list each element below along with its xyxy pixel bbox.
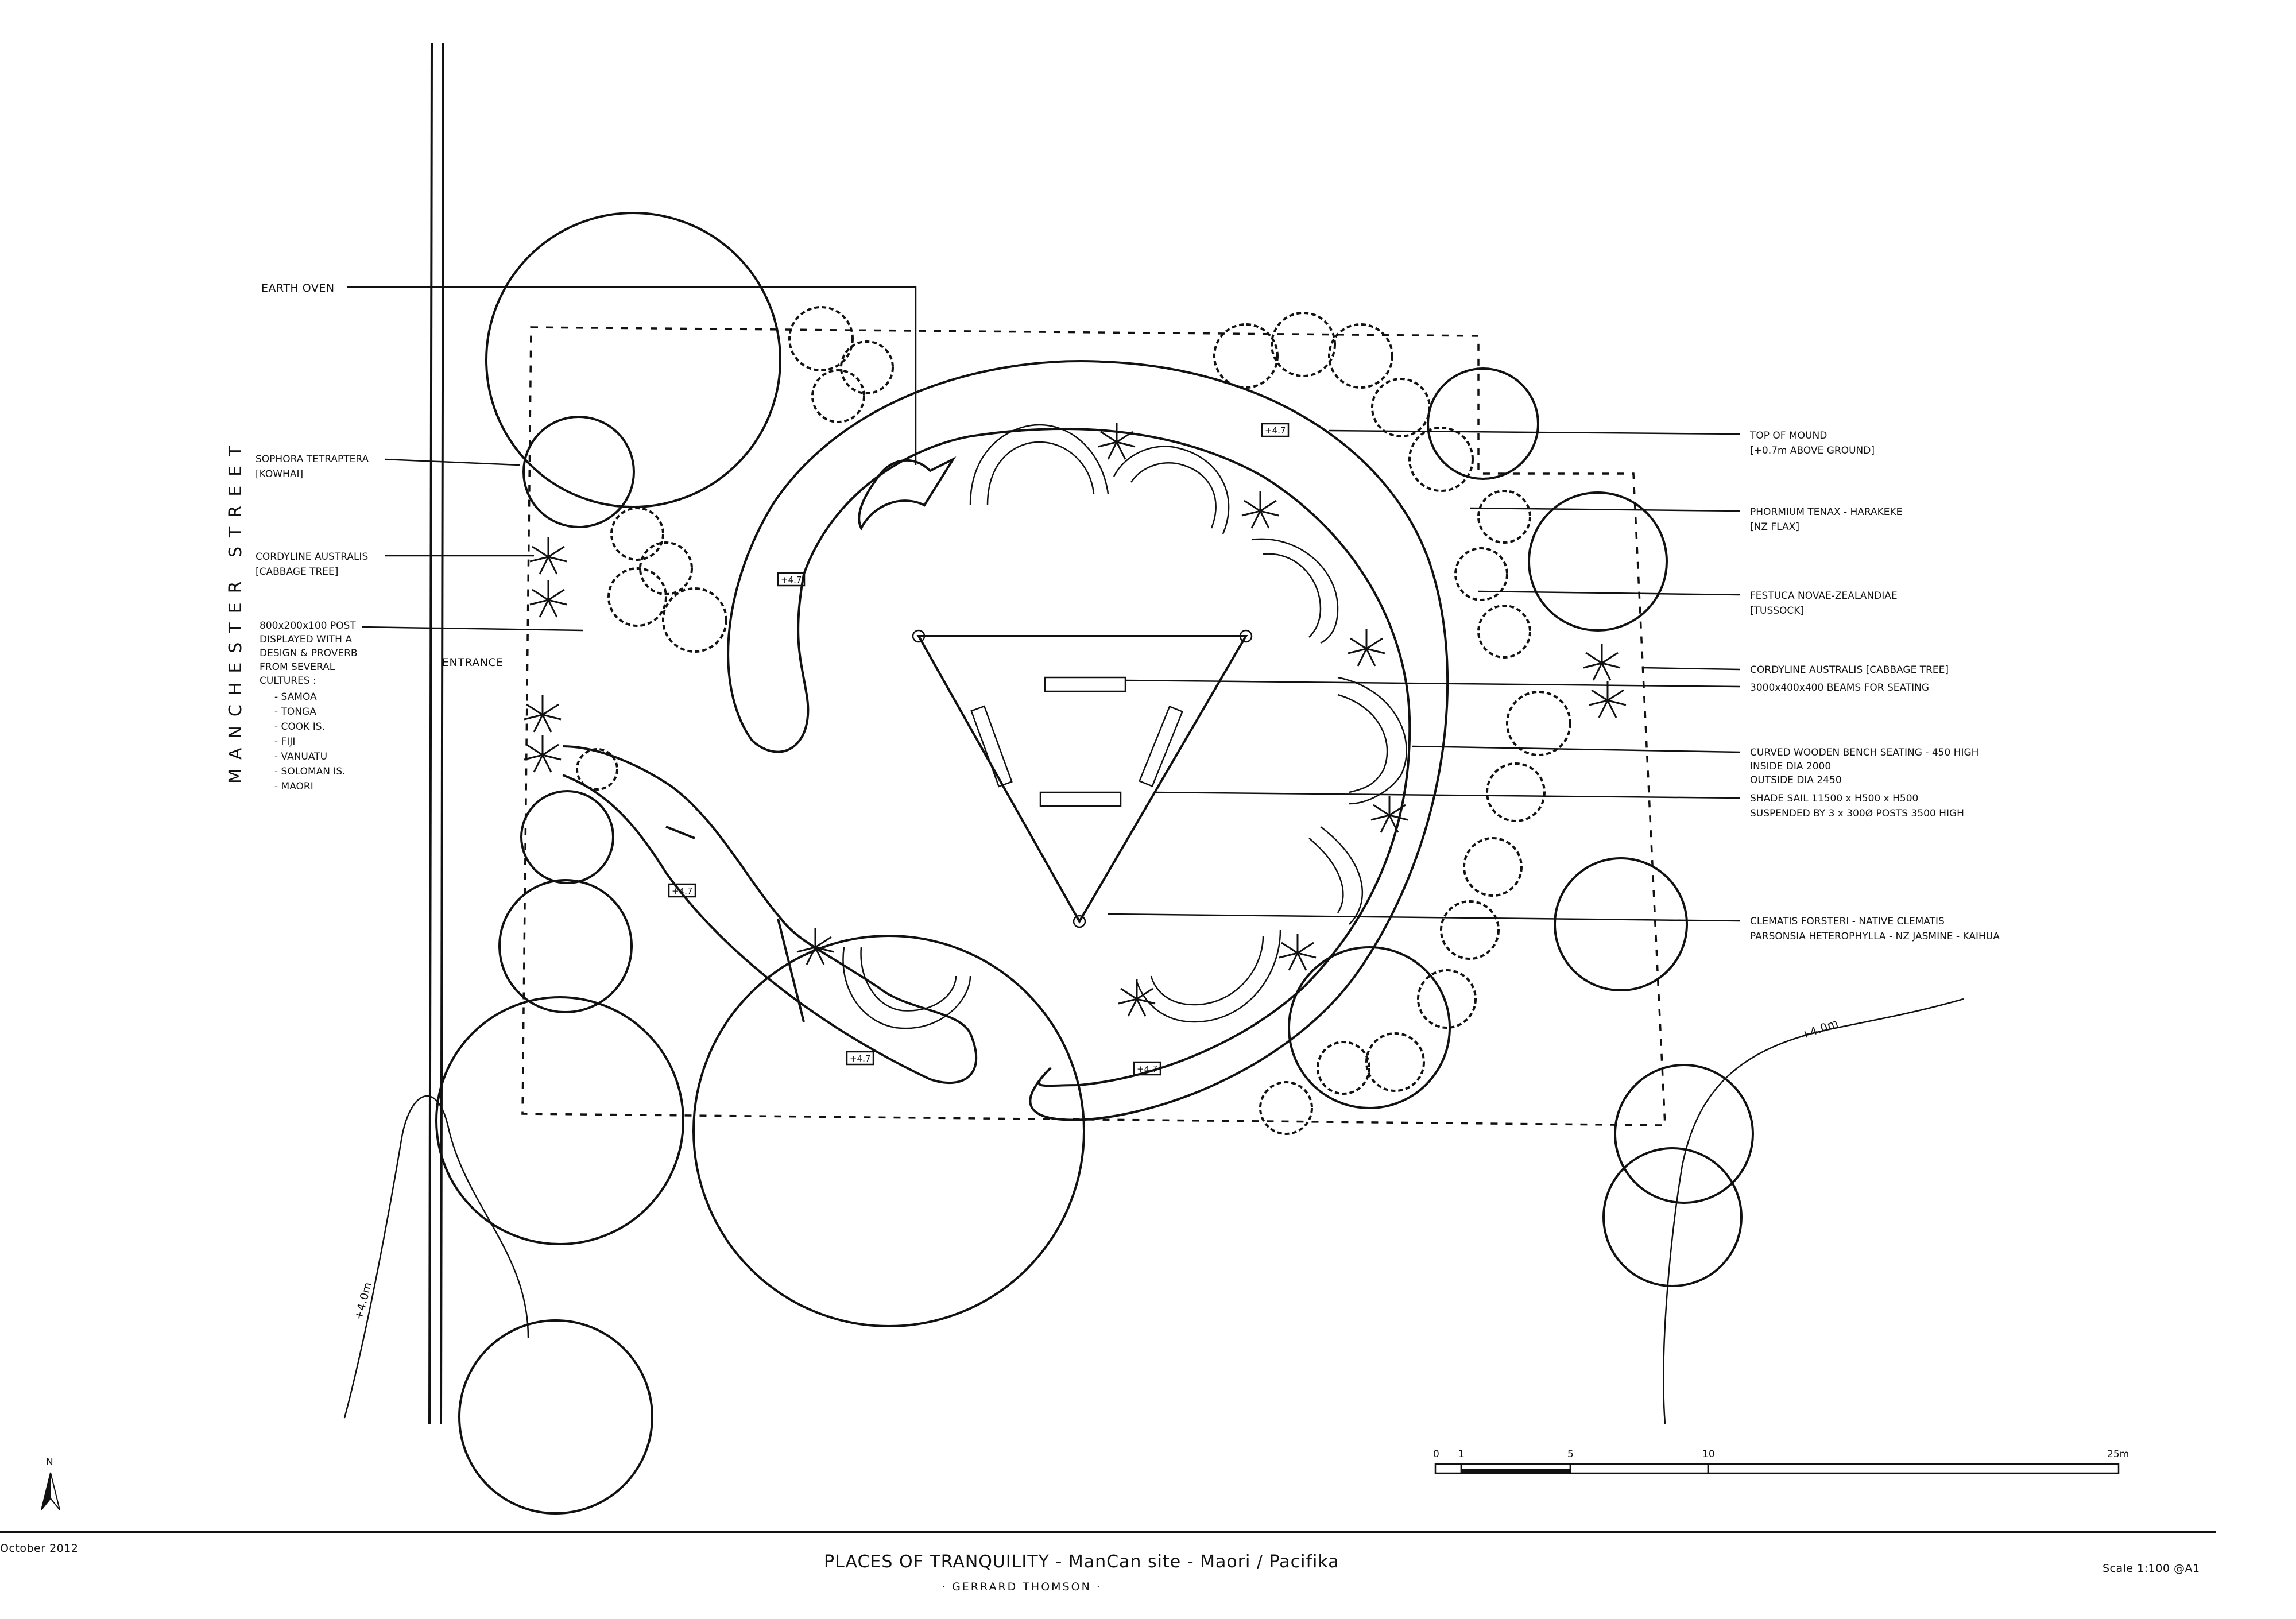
footer-author: · GERRARD THOMSON · <box>942 1581 1102 1593</box>
clematis-label-2: PARSONSIA HETEROPHYLLA - NZ JASMINE - KA… <box>1750 931 2000 942</box>
cabbage-tree-symbols <box>524 423 1627 1017</box>
spot-level: +4.7 <box>781 575 802 585</box>
culture-item: - SAMOA <box>274 691 317 703</box>
post-note-line: DISPLAYED WITH A <box>260 634 352 645</box>
sail-label: SHADE SAIL 11500 x H500 x H500 <box>1750 793 1918 804</box>
seating-beams <box>970 676 1183 807</box>
street-edge <box>428 42 444 1424</box>
footer-title: PLACES OF TRANQUILITY - ManCan site - Ma… <box>824 1552 1339 1572</box>
spot-level: +4.7 <box>1265 425 1286 436</box>
north-label: N <box>46 1457 53 1468</box>
site-boundary <box>521 326 1666 1126</box>
earth-oven-label: EARTH OVEN <box>261 282 335 295</box>
culture-item: - COOK IS. <box>274 721 325 733</box>
bench-label-2: INSIDE DIA 2000 <box>1750 761 1831 772</box>
culture-item: - SOLOMAN IS. <box>274 766 346 777</box>
north-arrow-icon: N <box>41 1457 60 1510</box>
right-labels: TOP OF MOUND [+0.7m ABOVE GROUND] PHORMI… <box>1749 430 2000 942</box>
scale-tick: 10 <box>1702 1448 1715 1460</box>
contour-label: +4.0m <box>1799 1017 1840 1042</box>
scale-tick: 5 <box>1567 1448 1574 1460</box>
spot-level: +4.7 <box>850 1053 870 1064</box>
scale-tick: 0 <box>1433 1448 1439 1460</box>
footer-scale: Scale 1:100 @A1 <box>2103 1562 2200 1575</box>
entrance-label: ENTRANCE <box>442 656 504 669</box>
post-note: 800x200x100 POST DISPLAYED WITH A DESIGN… <box>260 620 358 792</box>
spot-levels: +4.7 +4.7 +4.7 +4.7 +4.7 <box>668 423 1290 1076</box>
culture-item: - FIJI <box>274 736 295 747</box>
mound-band <box>562 360 1449 1121</box>
sail-label-2: SUSPENDED BY 3 x 300Ø POSTS 3500 HIGH <box>1750 808 1964 819</box>
sophora-label-2: [KOWHAI] <box>255 468 303 480</box>
post-note-line: 800x200x100 POST <box>260 620 356 632</box>
earth-oven <box>858 456 957 531</box>
bench-label-3: OUTSIDE DIA 2450 <box>1750 774 1842 786</box>
shrub-clusters <box>576 306 1571 1135</box>
cordyline-right-label: CORDYLINE AUSTRALIS [CABBAGE TREE] <box>1750 664 1949 676</box>
festuca-label: FESTUCA NOVAE-ZEALANDIAE <box>1750 590 1898 602</box>
street-name: MANCHESTER STREET <box>226 437 246 784</box>
phormium-label: PHORMIUM TENAX - HARAKEKE <box>1750 506 1902 518</box>
sophora-label: SOPHORA TETRAPTERA <box>255 454 369 465</box>
contours <box>343 998 1964 1424</box>
leader-lines <box>347 286 1740 922</box>
post-note-line: FROM SEVERAL <box>260 661 335 673</box>
spot-level: +4.7 <box>1137 1064 1157 1074</box>
mound-label: TOP OF MOUND <box>1749 430 1827 441</box>
cordyline-left-label-2: [CABBAGE TREE] <box>255 566 338 578</box>
festuca-label-2: [TUSSOCK] <box>1750 605 1804 617</box>
phormium-label-2: [NZ FLAX] <box>1750 521 1799 533</box>
culture-item: - TONGA <box>274 706 316 718</box>
culture-item: - VANUATU <box>274 751 327 762</box>
footer-date: October 2012 <box>0 1542 78 1555</box>
existing-trees <box>435 212 1754 1515</box>
post-note-line: DESIGN & PROVERB <box>260 648 358 659</box>
post-note-line: CULTURES : <box>260 675 316 687</box>
shade-sail <box>912 629 1253 928</box>
scale-tick: 1 <box>1458 1448 1465 1460</box>
scale-tick: 25m <box>2107 1448 2129 1460</box>
cordyline-left-label: CORDYLINE AUSTRALIS <box>255 551 368 563</box>
curved-benches <box>842 424 1407 1029</box>
bench-label: CURVED WOODEN BENCH SEATING - 450 HIGH <box>1750 747 1978 758</box>
beams-label: 3000x400x400 BEAMS FOR SEATING <box>1750 682 1929 694</box>
mound-label-2: [+0.7m ABOVE GROUND] <box>1750 445 1875 456</box>
clematis-label: CLEMATIS FORSTERI - NATIVE CLEMATIS <box>1750 916 1945 927</box>
scale-bar: 0 1 5 10 25m <box>1433 1448 2129 1474</box>
culture-item: - MAORI <box>274 781 313 792</box>
spot-level: +4.7 <box>672 886 692 896</box>
